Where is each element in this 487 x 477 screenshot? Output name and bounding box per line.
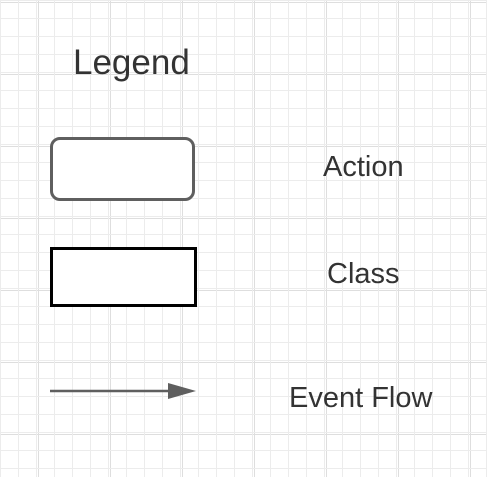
class-label: Class	[327, 258, 400, 290]
class-shape[interactable]	[50, 247, 197, 307]
legend-title: Legend	[73, 43, 190, 82]
event-flow-label: Event Flow	[289, 382, 433, 414]
action-label: Action	[323, 151, 404, 183]
event-flow-arrow[interactable]	[50, 380, 196, 402]
arrowhead	[168, 383, 196, 399]
action-shape[interactable]	[50, 137, 195, 201]
